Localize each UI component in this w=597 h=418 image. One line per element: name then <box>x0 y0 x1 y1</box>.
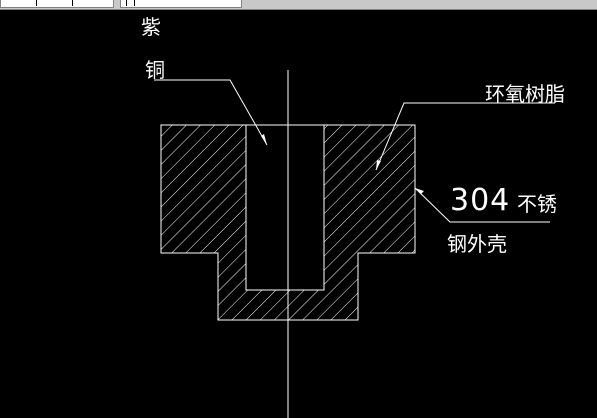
toolbar-bevel <box>0 9 597 10</box>
toolbar <box>0 0 597 10</box>
leader-copper-arrowhead <box>261 134 267 145</box>
toolbar-field-right[interactable] <box>120 0 242 8</box>
copper-core-cavity <box>245 124 325 291</box>
leader-shell <box>414 187 550 223</box>
leader-copper <box>154 79 268 146</box>
label-purple-char1: 紫 <box>141 15 161 39</box>
label-steel-grade: 304 <box>450 183 511 218</box>
toolbar-glyph-fragment <box>72 0 73 6</box>
label-purple-char2: 铜 <box>145 58 165 82</box>
toolbar-field-left[interactable] <box>0 0 114 8</box>
toolbar-glyph-fragment <box>36 0 37 6</box>
label-stainless: 不锈 <box>517 192 557 216</box>
toolbar-glyph-fragment <box>126 0 127 6</box>
label-steel-shell: 钢外壳 <box>447 232 507 256</box>
label-epoxy-resin: 环氧树脂 <box>485 82 565 106</box>
leader-shell-arrowhead <box>415 188 424 194</box>
leader-epoxy-arrowhead <box>376 160 381 170</box>
leader-epoxy <box>375 102 555 171</box>
toolbar-glyph-fragment <box>134 0 135 6</box>
